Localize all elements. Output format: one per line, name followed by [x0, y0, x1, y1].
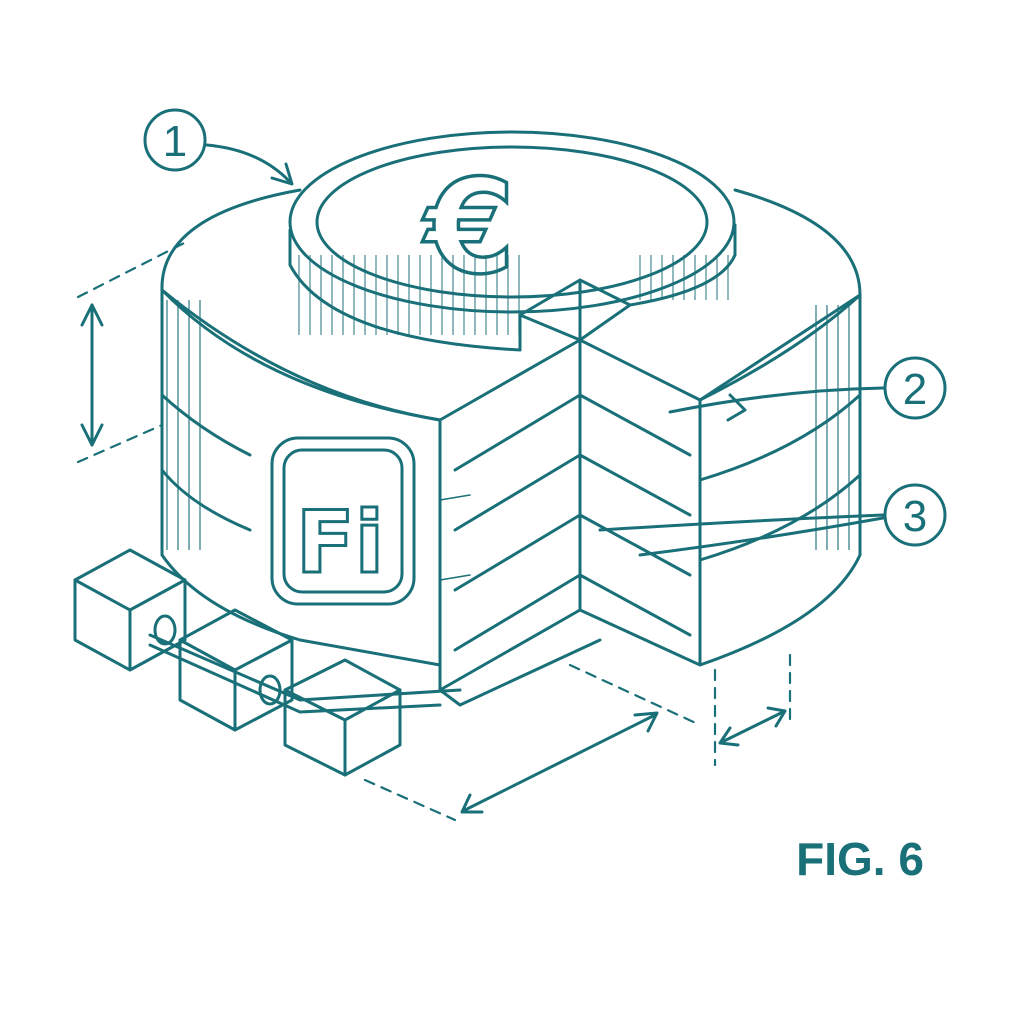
euro-coin: €	[288, 130, 737, 352]
callout-2: 2	[668, 356, 947, 422]
fi-logo-badge: Fi	[270, 436, 416, 606]
callout-1-label: 1	[163, 117, 187, 166]
fi-logo-text: Fi	[296, 493, 384, 593]
connector-modules	[73, 548, 462, 777]
callout-1: 1	[143, 108, 294, 186]
callout-3: 3	[598, 483, 947, 557]
callout-3-label: 3	[903, 492, 927, 541]
euro-symbol: €	[422, 151, 515, 303]
dimension-lines	[76, 238, 792, 822]
figure-label: FIG. 6	[796, 833, 924, 885]
callout-2-label: 2	[903, 365, 927, 414]
cutaway-section	[438, 278, 702, 707]
cylinder-body	[160, 188, 862, 667]
